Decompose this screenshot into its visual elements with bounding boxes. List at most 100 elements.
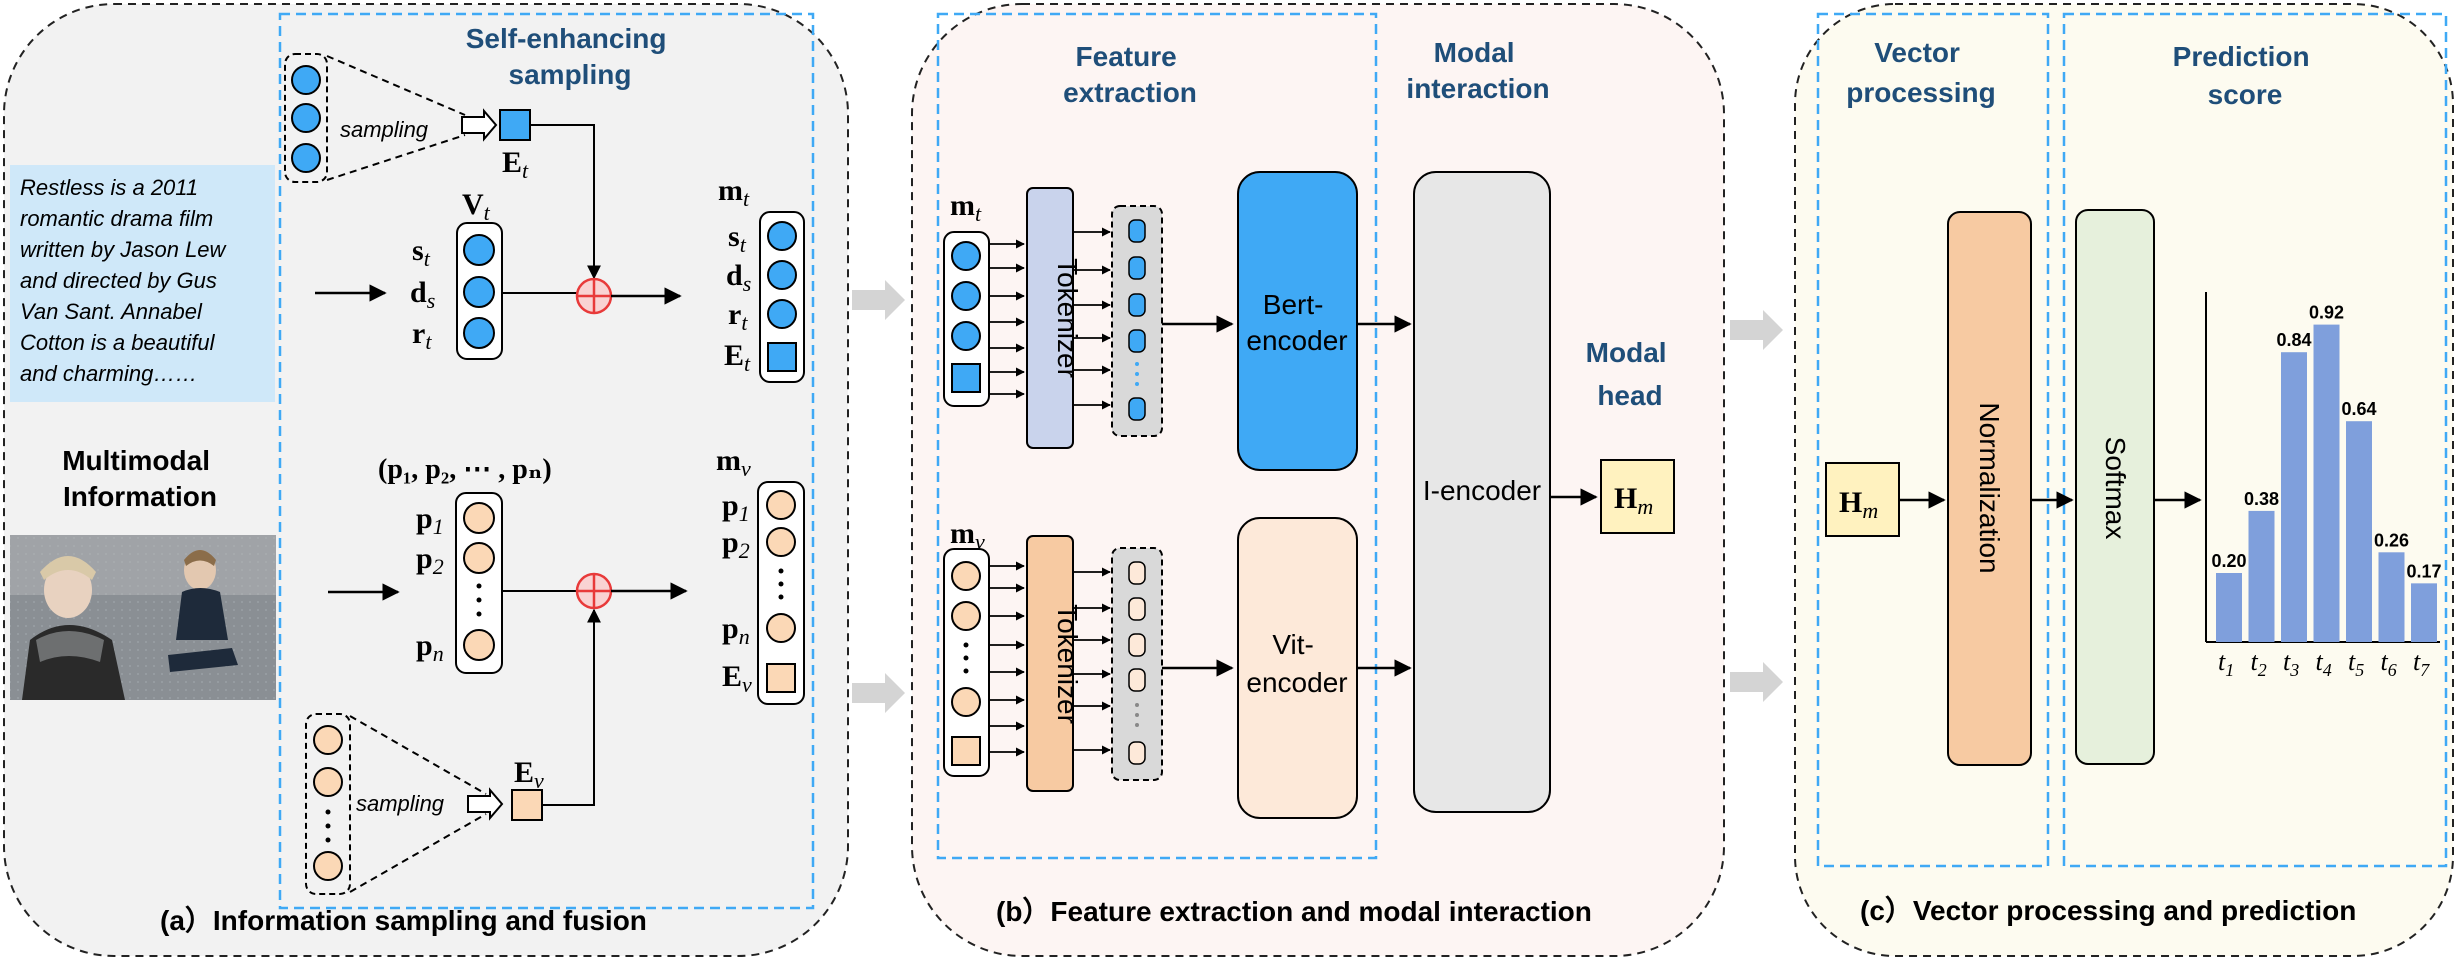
ellipsis-dot [1135, 723, 1139, 727]
ellipsis-dot [1135, 713, 1139, 717]
ellipsis-dot [1135, 703, 1139, 707]
mv-p2-label: p2 [722, 526, 750, 563]
ellipsis-dot [778, 581, 784, 587]
x-tick-label: t2 [2251, 647, 2267, 680]
rt-label: rt [412, 317, 432, 354]
text-sample-pool [284, 53, 328, 183]
mt-container-a [759, 211, 805, 383]
header-vector-line1: Vector [1874, 37, 1960, 68]
vit-encoder-label: Vit- encoder [1246, 629, 1347, 698]
header-feature-line1: Feature [1076, 41, 1177, 72]
ellipsis-dot [1135, 362, 1139, 366]
tokenizer-text [1026, 187, 1074, 449]
x-tick-label: t3 [2283, 647, 2299, 680]
sampling-arrow-top [461, 108, 498, 142]
caption-a: (a）Information sampling and fusion [160, 904, 647, 936]
header-prediction-line1: Prediction [2173, 41, 2310, 72]
Ev-label: Ev [514, 756, 544, 793]
image-token [1128, 597, 1146, 621]
desc-line: romantic drama film [20, 206, 213, 231]
ellipsis-dot [476, 597, 482, 603]
text-token [1128, 219, 1146, 243]
mt-ds-label: ds [726, 259, 751, 296]
desc-line: and directed by Gus [20, 268, 217, 293]
tokenizer-image-label: Tokenizer [1052, 604, 1083, 724]
prediction-score-box [2062, 12, 2448, 868]
image-node [313, 851, 343, 881]
caption-b: (b）Feature extraction and modal interact… [996, 895, 1592, 927]
bert-line1: Bert- [1263, 289, 1324, 320]
Ev-to-plus-arrow [542, 608, 601, 806]
ds-node [463, 276, 495, 308]
mv-b-node [951, 601, 981, 631]
p2-label: p2 [416, 542, 444, 579]
tokenizer-text-label: Tokenizer [1052, 258, 1083, 378]
bert-encoder [1237, 171, 1358, 471]
header-interaction-line2: interaction [1406, 73, 1549, 104]
desc-line: Van Sant. Annabel [20, 299, 203, 324]
header-vector-line2: processing [1846, 77, 1995, 108]
image-token [1128, 668, 1146, 692]
pn-node [463, 629, 495, 661]
st-node [463, 234, 495, 266]
funnel-line [349, 715, 487, 795]
header-head-line1: Modal [1586, 337, 1667, 368]
vector-processing-box [1816, 12, 2050, 868]
mv-Ev-node [766, 663, 796, 693]
header-feature-line2: extraction [1063, 77, 1197, 108]
image-token-stack [1111, 547, 1163, 781]
mv-p1-node [766, 490, 796, 520]
panel-b: Feature extraction Modal interaction Mod… [911, 3, 1725, 957]
Vt-label: Vt [462, 188, 491, 225]
Hm-label-b: Hm [1614, 482, 1653, 519]
mt-Et-node [767, 342, 797, 372]
mv-pn-label: pn [722, 612, 750, 649]
desc-line: Restless is a 2011 [20, 175, 198, 200]
mt-st-label: st [728, 220, 747, 257]
ellipsis-dot [1135, 382, 1139, 386]
fusion-plus-bottom [575, 572, 613, 610]
bar-value-label: 0.17 [2406, 561, 2441, 581]
bar-value-label: 0.38 [2244, 489, 2279, 509]
mt-to-tokenizer-arrows [989, 239, 1025, 399]
sampling-label-bottom: sampling [356, 791, 445, 816]
flow-arrow [1730, 662, 1783, 702]
st-label: st [412, 234, 431, 271]
bar-value-label: 0.26 [2374, 530, 2409, 550]
bars-layer: 0.20t10.38t20.84t30.92t40.64t50.26t60.17… [2211, 303, 2441, 680]
Et-node [499, 109, 531, 141]
P-container [455, 492, 503, 674]
bert-line2: encoder [1246, 325, 1347, 356]
Ev-node [511, 789, 543, 821]
mt-Et-label: Et [724, 339, 751, 376]
sampling-region-box [278, 12, 815, 910]
mt-b-node [951, 321, 981, 351]
mv-label-a: mv [716, 444, 751, 481]
image-token [1128, 561, 1146, 585]
bar-value-label: 0.64 [2341, 399, 2376, 419]
bar-value-label: 0.92 [2309, 303, 2344, 323]
mt-container-b [943, 231, 990, 407]
multimodal-line2: Information [63, 481, 217, 512]
ds-label: ds [410, 276, 435, 313]
mv-p1-label: p1 [722, 489, 750, 526]
x-tick-label: t6 [2381, 647, 2397, 680]
panel-c: Vector processing Prediction score Hm No… [1794, 3, 2454, 957]
vit-line1: Vit- [1272, 629, 1314, 660]
bert-encoder-label: Bert- encoder [1246, 289, 1347, 356]
i-encoder [1413, 171, 1551, 813]
image-node [313, 725, 343, 755]
header-self-enhancing: Self-enhancing sampling [466, 23, 674, 90]
text-token [1128, 329, 1146, 353]
bar [2216, 573, 2242, 642]
text-token [1128, 256, 1146, 280]
mv-to-tokenizer-arrows [989, 561, 1025, 757]
description-text: Restless is a 2011 romantic drama film w… [20, 175, 232, 386]
description-box [10, 165, 275, 402]
caption-c: (c）Vector processing and prediction [1860, 894, 2356, 926]
softmax-label: Softmax [2100, 437, 2131, 540]
Hm-node-c [1825, 462, 1900, 537]
header-vector-processing: Vector processing [1846, 37, 1995, 108]
mv-b-node [951, 687, 981, 717]
prediction-score-chart: 0.20t10.38t20.84t30.92t40.64t50.26t60.17… [2205, 292, 2442, 680]
